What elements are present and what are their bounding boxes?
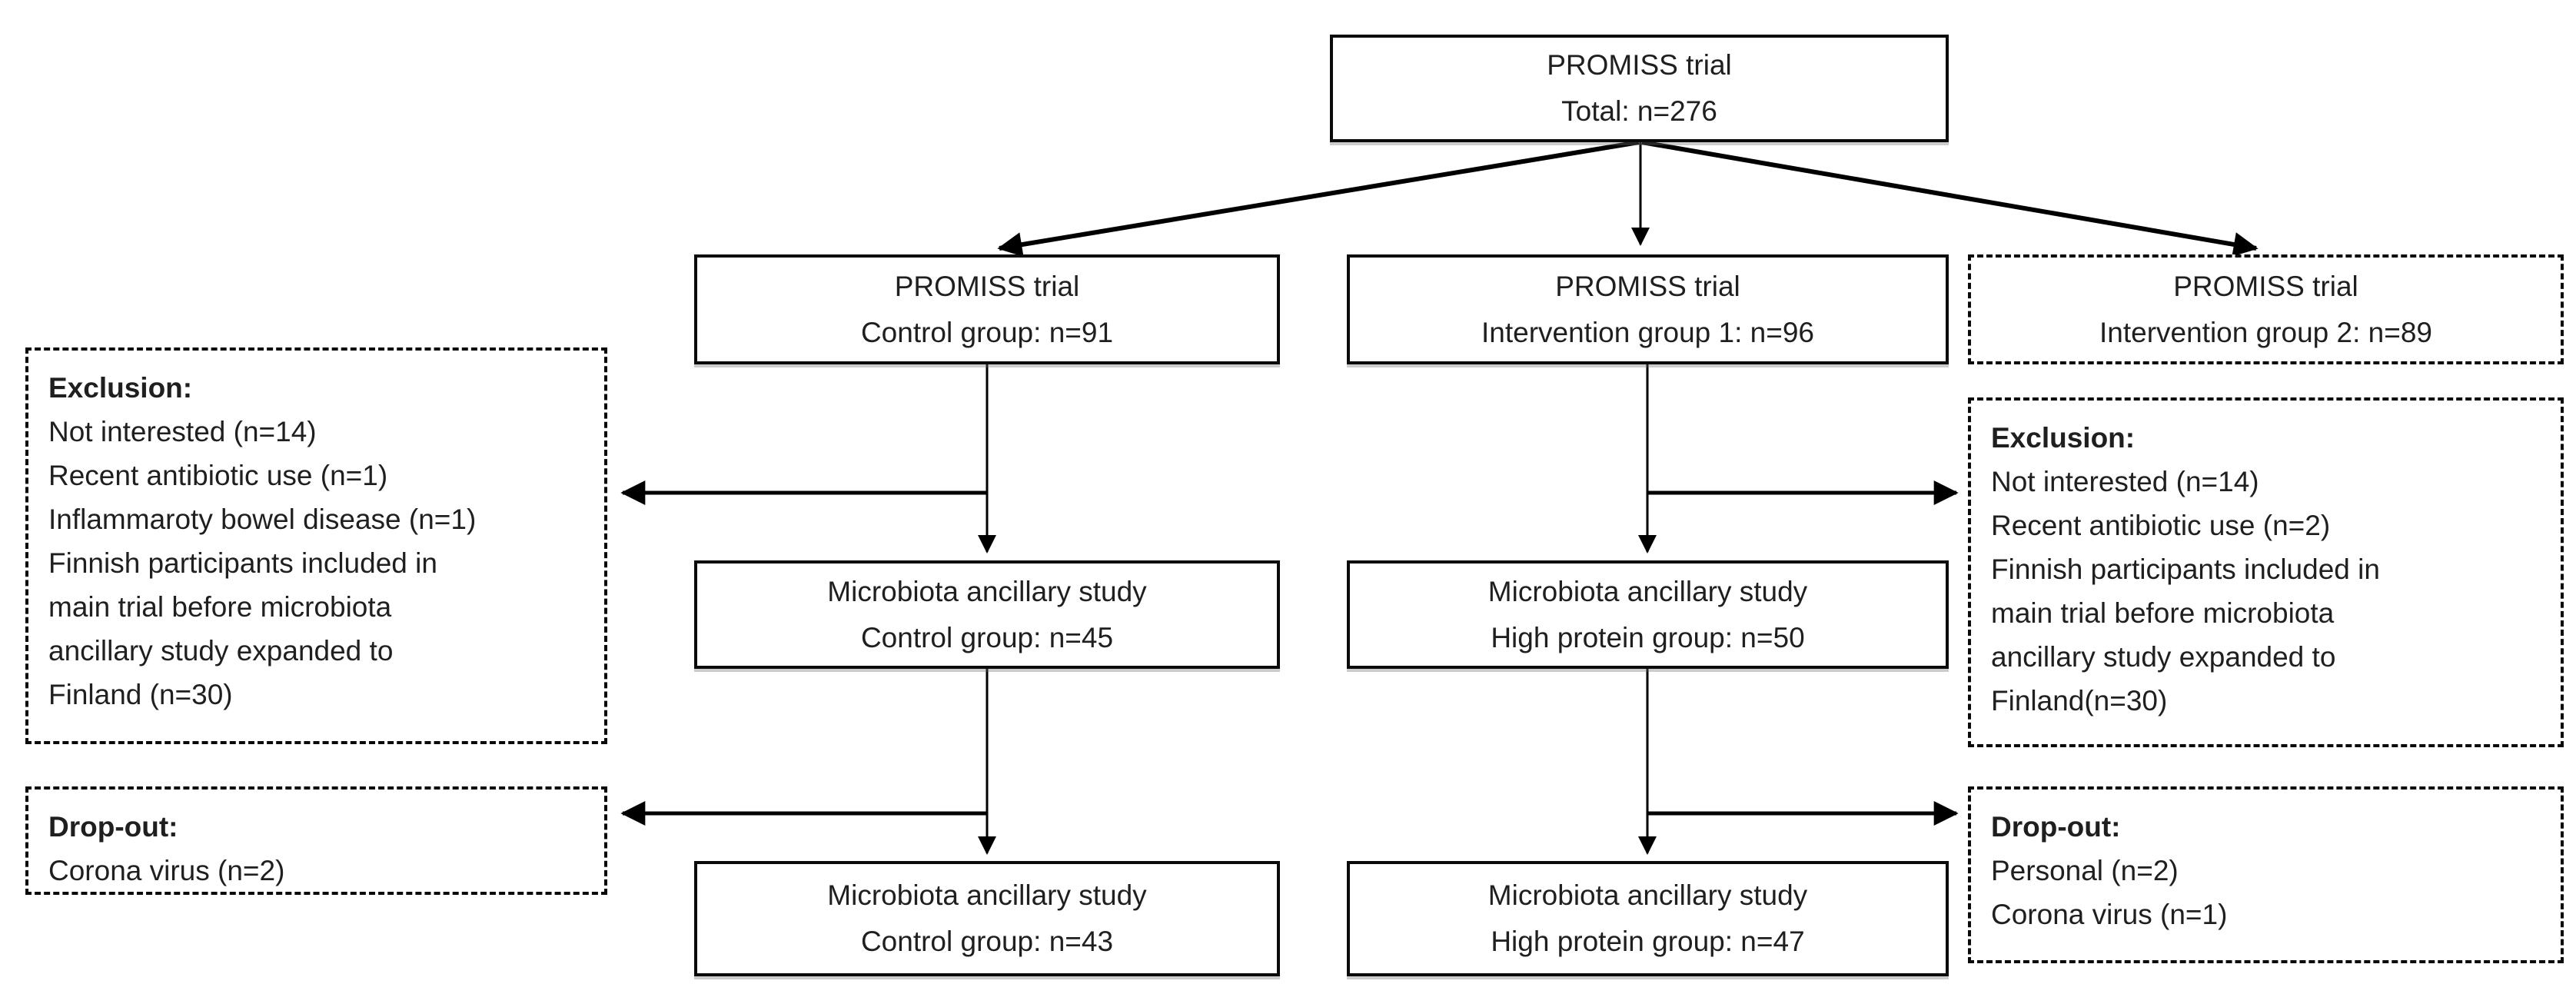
box-line: PROMISS trial: [2173, 270, 2358, 302]
dropout-item: Corona virus (n=1): [1991, 899, 2228, 930]
dropout-left-box: Drop-out: Corona virus (n=2): [25, 786, 607, 895]
exclusion-title: Exclusion:: [1991, 422, 2136, 454]
exclusion-item: Not interested (n=14): [1991, 466, 2259, 497]
exclusion-item: ancillary study expanded to: [48, 635, 394, 667]
box-line: Microbiota ancillary study: [1487, 879, 1808, 911]
dropout-item: Personal (n=2): [1991, 855, 2179, 886]
box-line: PROMISS trial: [1555, 270, 1740, 302]
ancillary-control-43-box: Microbiota ancillary study Control group…: [694, 861, 1280, 976]
exclusion-item: ancillary study expanded to: [1991, 641, 2336, 673]
exclusion-item: main trial before microbiota: [1991, 597, 2335, 629]
exclusion-item: Finnish participants included in: [48, 547, 437, 579]
connector-top-to-intervention2: [1641, 140, 2259, 257]
exclusion-left-box: Exclusion: Not interested (n=14) Recent …: [25, 347, 607, 744]
dropout-right-box: Drop-out: Personal (n=2) Corona virus (n…: [1968, 786, 2564, 963]
exclusion-item: Not interested (n=14): [48, 416, 317, 447]
promiss-intervention1-box: PROMISS trial Intervention group 1: n=96: [1347, 254, 1949, 364]
exclusion-item: Finland (n=30): [48, 679, 233, 710]
exclusion-item: Inflammaroty bowel disease (n=1): [48, 504, 477, 535]
ancillary-highprotein-50-box: Microbiota ancillary study High protein …: [1347, 560, 1949, 669]
ancillary-control-45-box: Microbiota ancillary study Control group…: [694, 560, 1280, 669]
box-line: Control group: n=45: [860, 621, 1114, 653]
box-line: Microbiota ancillary study: [827, 879, 1147, 911]
dropout-title: Drop-out:: [48, 811, 178, 843]
promiss-intervention2-box: PROMISS trial Intervention group 2: n=89: [1968, 254, 2564, 364]
box-line: Intervention group 2: n=89: [2099, 316, 2432, 348]
box-line: High protein group: n=50: [1491, 621, 1805, 653]
box-line: Total: n=276: [1561, 95, 1717, 127]
dropout-title: Drop-out:: [1991, 811, 2121, 843]
promiss-control-group-box: PROMISS trial Control group: n=91: [694, 254, 1280, 364]
exclusion-item: Finland(n=30): [1991, 685, 2168, 716]
exclusion-item: main trial before microbiota: [48, 591, 392, 623]
box-line: Microbiota ancillary study: [827, 575, 1147, 607]
promiss-trial-total-box: PROMISS trial Total: n=276: [1330, 35, 1949, 142]
exclusion-item: Recent antibiotic use (n=2): [1991, 510, 2331, 541]
dropout-item: Corona virus (n=2): [48, 855, 285, 886]
connector-top-to-control: [997, 140, 1640, 257]
exclusion-item: Recent antibiotic use (n=1): [48, 460, 388, 491]
box-line: Control group: n=43: [860, 926, 1114, 957]
exclusion-item: Finnish participants included in: [1991, 554, 2380, 585]
ancillary-highprotein-47-box: Microbiota ancillary study High protein …: [1347, 861, 1949, 976]
box-line: PROMISS trial: [894, 270, 1080, 302]
box-line: Control group: n=91: [860, 316, 1114, 348]
box-line: Microbiota ancillary study: [1487, 575, 1808, 607]
exclusion-right-box: Exclusion: Not interested (n=14) Recent …: [1968, 397, 2564, 747]
box-line: High protein group: n=47: [1491, 926, 1805, 957]
box-line: PROMISS trial: [1547, 49, 1732, 81]
box-line: Intervention group 1: n=96: [1481, 316, 1814, 348]
exclusion-title: Exclusion:: [48, 372, 193, 404]
